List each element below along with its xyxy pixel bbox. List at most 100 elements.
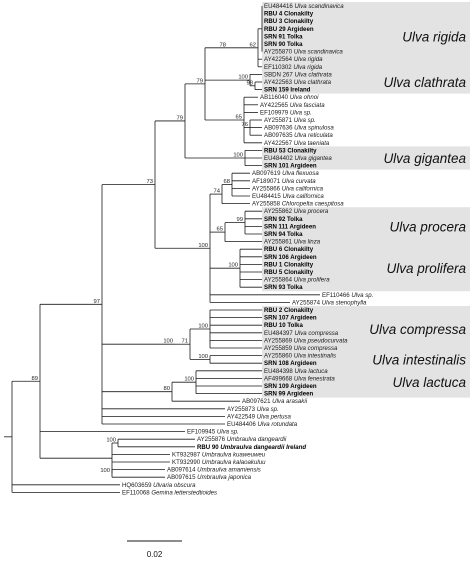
tip-label: EF110068 Gemina letterstedtioides xyxy=(122,489,217,496)
tip-accession: AF189071 xyxy=(252,178,281,185)
tip-species: Umbraulva japonica xyxy=(195,474,251,481)
bootstrap-value: 62 xyxy=(250,42,256,48)
tip-accession: AB097636 xyxy=(264,125,293,132)
bootstrap-value: 100 xyxy=(198,324,208,330)
tip-label: EU484402 Ulva gigantea xyxy=(264,155,332,162)
tip-accession: AY255861 xyxy=(264,239,293,246)
tip-label: RBU 90 Umbraulva dangeardii Ireland xyxy=(197,444,306,451)
tip-species: Ulva lactuca xyxy=(293,368,328,375)
tip-label: RBU 1 Clonakilty xyxy=(264,261,314,268)
tip-accession: AY255873 xyxy=(227,406,256,413)
tip-accession: SRN 106 Argideen xyxy=(264,254,317,261)
bootstrap-value: 100 xyxy=(228,263,238,269)
tip-species: Ulva taeniata xyxy=(292,140,330,147)
tip-label: AY422549 Ulva pertusa xyxy=(227,413,292,420)
tip-label: AY255864 Ulva prolifera xyxy=(264,277,330,284)
clade-band xyxy=(262,351,470,368)
clade-label: Ulva lactuca xyxy=(392,375,466,390)
bootstrap-value: 100 xyxy=(163,339,173,345)
tip-accession: AY255876 xyxy=(197,436,226,443)
tip-species: Ulva curvata xyxy=(280,178,316,185)
bootstrap-values: 6278981007665791007968749965100100731001… xyxy=(32,42,256,474)
tip-accession: RBU 4 Clonakilty xyxy=(264,11,314,18)
tip-species: Ulvaria obscura xyxy=(151,482,196,489)
clade-band xyxy=(262,306,470,352)
tip-accession: SRN 94 Tolka xyxy=(264,231,303,238)
clade-label: Ulva compressa xyxy=(369,322,466,337)
tip-accession: EF109979 xyxy=(260,109,289,116)
tip-accession: AB097614 xyxy=(167,467,196,474)
tip-accession: RBU 29 Argideen xyxy=(264,26,314,33)
tip-accession: AY255871 xyxy=(264,117,293,124)
tip-species: Ulva ohnoi xyxy=(288,94,319,101)
tip-label: SBDN 267 Ulva clathrata xyxy=(264,71,332,78)
tip-accession: AY255864 xyxy=(264,277,293,284)
tip-species: Ulva clathrata xyxy=(292,79,332,86)
tip-species: Ulva linza xyxy=(292,239,321,246)
tip-label: AY422563 Ulva clathrata xyxy=(264,79,332,86)
tip-species: Ulva pertusa xyxy=(255,413,292,420)
tip-accession: AY255862 xyxy=(264,208,293,215)
tip-species: Ulva pseudocurvata xyxy=(292,337,348,344)
tip-accession: EU484398 xyxy=(264,368,293,375)
tip-label: AY422565 Ulva fasciata xyxy=(260,102,325,109)
scale-bar: 0.02 xyxy=(127,540,182,559)
tip-accession: HQ603659 xyxy=(122,482,152,489)
clade-band xyxy=(262,366,470,398)
tip-label: EU484397 Ulva compressa xyxy=(264,330,339,337)
clade-label: Ulva intestinalis xyxy=(372,352,466,367)
tip-label: RBU 3 Clonakilty xyxy=(264,18,314,25)
clade-band xyxy=(262,2,470,71)
tip-label: EF109979 Ulva sp. xyxy=(260,109,312,116)
tip-accession: AY255866 xyxy=(252,185,281,192)
tip-species: Umbraulva kalaoakuluu xyxy=(200,459,266,466)
clade-label: Ulva rigida xyxy=(402,29,466,44)
tip-species: Ulva sp. xyxy=(350,292,374,299)
clade-band xyxy=(262,245,470,292)
bootstrap-value: 99 xyxy=(237,217,243,223)
tip-label: AY255869 Ulva pseudocurvata xyxy=(264,337,348,344)
tip-species: Ulva fasciata xyxy=(288,102,325,109)
tip-label: AY255862 Ulva procera xyxy=(264,208,329,215)
tip-label: RBU 10 Tolka xyxy=(264,322,303,329)
bootstrap-value: 100 xyxy=(238,75,248,81)
tip-accession: AB116040 xyxy=(260,94,289,101)
tip-accession: AY422549 xyxy=(227,413,256,420)
tip-species: Ulva reticulata xyxy=(292,132,333,139)
tip-label: AB097614 Umbraulva amamiensis xyxy=(167,467,261,474)
tree-branches xyxy=(4,6,320,493)
tip-label: SRN 94 Tolka xyxy=(264,231,303,238)
tip-label: EF110302 Ulva rigida xyxy=(264,64,323,71)
tip-label: AY255876 Umbraulva dangeardii xyxy=(197,436,287,443)
tip-accession: SRN 107 Argideen xyxy=(264,315,317,322)
tip-accession: AF499668 xyxy=(264,375,293,382)
tip-species: Ulva scandinavica xyxy=(293,3,344,10)
tip-species: Ulva arasakii xyxy=(270,398,307,405)
tip-species: Ulva rotundata xyxy=(256,421,298,428)
tip-label: RBU 29 Argideen xyxy=(264,26,314,33)
tip-label: AY255861 Ulva linza xyxy=(264,239,321,246)
tip-label: AY255858 Chloropelta caespitosa xyxy=(252,201,344,208)
bootstrap-value: 89 xyxy=(32,376,38,382)
bootstrap-value: 100 xyxy=(106,438,116,444)
tip-species: Ulva rigida xyxy=(292,64,323,71)
bootstrap-value: 100 xyxy=(184,377,194,383)
bootstrap-value: 68 xyxy=(224,179,230,185)
tip-label: SRN 106 Argideen xyxy=(264,254,317,261)
tip-species: Ulva intestinalis xyxy=(292,353,336,360)
tip-species: Chloropelta caespitosa xyxy=(280,201,344,208)
tip-species: Ulva stenophylla xyxy=(320,299,367,306)
clade-band xyxy=(262,70,470,94)
tip-species: Ulva sp. xyxy=(292,117,316,124)
tip-label: SRN 99 Argideen xyxy=(264,391,313,398)
clade-label: Ulva prolifera xyxy=(386,261,466,276)
tip-label: SRN 109 Argideen xyxy=(264,383,317,390)
tip-accession: EF110466 xyxy=(322,292,350,299)
tip-label: AB097635 Ulva reticulata xyxy=(264,132,333,139)
tip-label: EF110466 Ulva sp. xyxy=(322,292,373,299)
tip-label: SRN 101 Argideen xyxy=(264,163,317,170)
tip-accession: SRN 159 Ireland xyxy=(264,87,311,94)
tip-species: Ulva spinulosa xyxy=(292,125,334,132)
